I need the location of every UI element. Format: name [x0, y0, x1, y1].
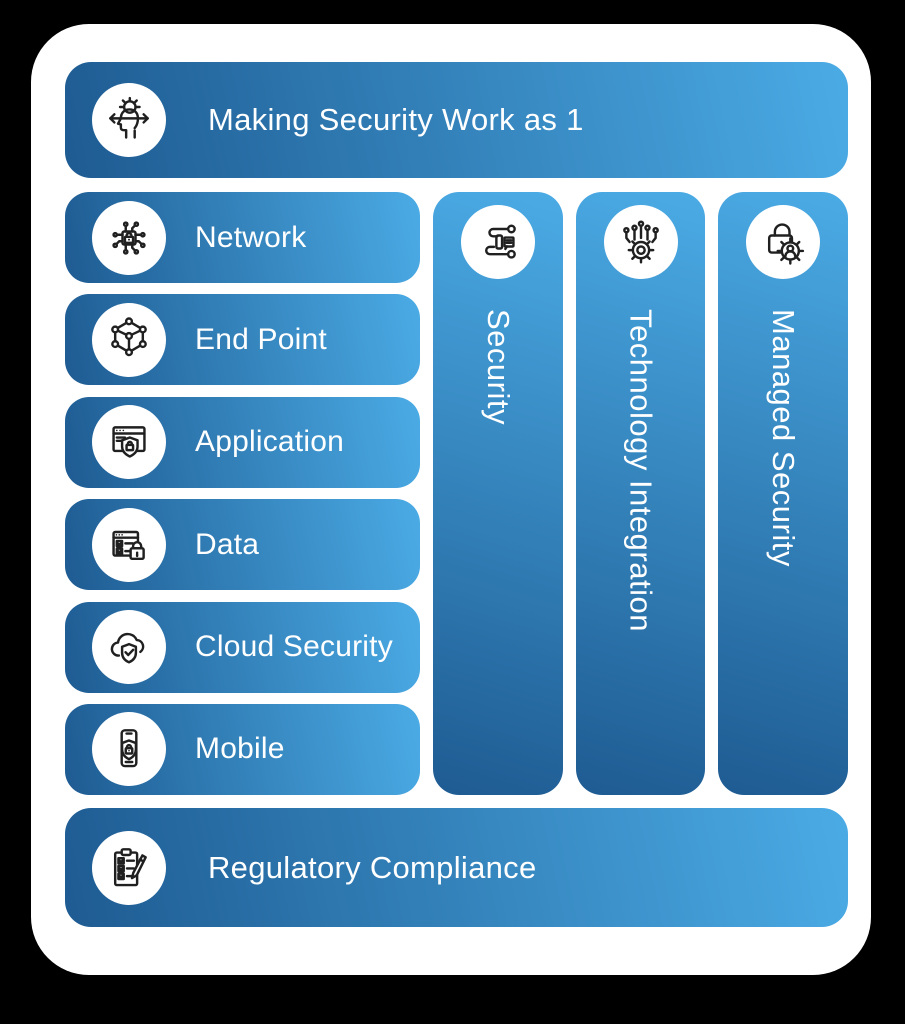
- top-banner: Making Security Work as 1: [65, 62, 848, 178]
- gear-circuit-icon: [603, 205, 678, 279]
- cloud-shield-icon: [92, 610, 166, 685]
- row-label: Mobile: [195, 732, 285, 766]
- row-label: Network: [195, 220, 307, 254]
- row-cloud-security: Cloud Security: [65, 601, 420, 693]
- column-managed-security: Managed Security: [718, 192, 849, 795]
- row-label: Data: [195, 527, 260, 561]
- row-application: Application: [65, 396, 420, 488]
- top-banner-label: Making Security Work as 1: [208, 102, 584, 137]
- column-label: Managed Security: [766, 309, 802, 567]
- row-label: End Point: [195, 322, 327, 356]
- workflow-document-icon: [460, 205, 535, 279]
- endpoint-cube-icon: [92, 302, 166, 377]
- column-label: Technology Integration: [623, 309, 659, 632]
- row-mobile: Mobile: [65, 703, 420, 795]
- network-circuit-lock-icon: [92, 200, 166, 275]
- data-lock-icon: [92, 507, 166, 582]
- column-label: Security: [480, 309, 516, 425]
- clipboard-checklist-icon: [92, 830, 166, 905]
- column-technology-integration: Technology Integration: [575, 192, 706, 795]
- mobile-shield-icon: [92, 712, 166, 787]
- regulatory-compliance-banner: Regulatory Compliance: [65, 808, 848, 927]
- row-network: Network: [65, 192, 420, 283]
- row-label: Cloud Security: [195, 630, 393, 664]
- head-gear-icon: [92, 83, 166, 157]
- security-layers-list: Network End Point: [65, 192, 420, 795]
- service-columns: Security Technology Integration: [433, 192, 849, 795]
- lock-gear-user-icon: [746, 205, 821, 279]
- diagram-card: Making Security Work as 1 Network: [31, 24, 871, 975]
- application-shield-icon: [92, 405, 166, 480]
- bottom-banner-label: Regulatory Compliance: [208, 849, 537, 885]
- row-label: Application: [195, 425, 344, 459]
- column-security: Security: [433, 192, 563, 795]
- row-data: Data: [65, 499, 420, 591]
- row-end-point: End Point: [65, 294, 420, 386]
